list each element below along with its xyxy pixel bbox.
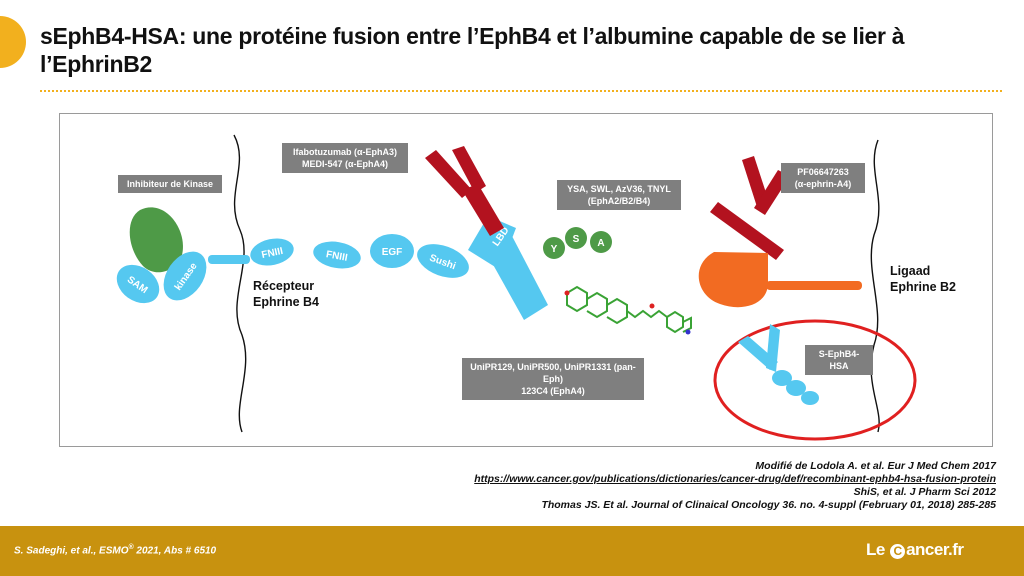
epha-antibodies-box: Ifabotuzumab (α-EphA3) MEDI-547 (α-EphA4… bbox=[282, 143, 408, 173]
reference-4: Thomas JS. Et al. Journal of Clinaical O… bbox=[541, 499, 996, 511]
reference-link[interactable]: https://www.cancer.gov/publications/dict… bbox=[474, 473, 996, 485]
membrane-left bbox=[233, 134, 247, 433]
logo-le: Le bbox=[866, 540, 885, 559]
molecule-o2-atom bbox=[649, 303, 655, 309]
reference-1: Modifié de Lodola A. et al. Eur J Med Ch… bbox=[755, 460, 996, 472]
logo-c-icon: C bbox=[890, 544, 906, 559]
kinase-inhibitor-shape bbox=[129, 207, 183, 273]
sephb4-hsa-shape bbox=[738, 324, 819, 405]
small-molecules-box: UniPR129, UniPR500, UniPR1331 (pan-Eph) … bbox=[462, 358, 644, 400]
footer-citation: S. Sadeghi, et al., ESMO® 2021, Abs # 65… bbox=[14, 544, 216, 556]
lbd-domain bbox=[468, 216, 548, 320]
sephb4-hsa-box: S-EphB4-HSA bbox=[805, 345, 873, 375]
peptide-s-label: S bbox=[573, 234, 580, 245]
ligand-label: Ligaad Ephrine B2 bbox=[890, 264, 956, 294]
title-divider bbox=[40, 90, 1002, 92]
references: Modifié de Lodola A. et al. Eur J Med Ch… bbox=[474, 460, 996, 512]
molecule-n-atom bbox=[685, 329, 691, 335]
fniii-1-label: FNIII bbox=[261, 246, 285, 261]
peptide-s bbox=[565, 227, 587, 249]
peptides-box: YSA, SWL, AzV36, TNYL (EphA2/B2/B4) bbox=[557, 180, 681, 210]
sushi-domain bbox=[417, 244, 469, 278]
ephrin-antibody-box: PF06647263 (α-ephrin-A4) bbox=[781, 163, 865, 193]
ephrin-b2-ligand bbox=[698, 252, 768, 308]
footer-registered-mark: ® bbox=[128, 544, 134, 551]
footer-authors: S. Sadeghi, et al., ESMO bbox=[14, 545, 129, 557]
fniii-2-label: FNIII bbox=[325, 249, 348, 264]
peptide-y bbox=[543, 237, 565, 259]
slide-title: sEphB4-HSA: une protéine fusion entre l’… bbox=[40, 23, 905, 77]
sam-domain bbox=[116, 264, 160, 304]
receptor-label: Récepteur Ephrine B4 bbox=[253, 279, 319, 309]
molecule-o-atom bbox=[564, 290, 570, 296]
reference-3: ShiS, et al. J Pharm Sci 2012 bbox=[853, 486, 996, 498]
peptide-y-label: Y bbox=[551, 244, 558, 255]
peptide-a bbox=[590, 231, 612, 253]
ephrin-b2-stalk bbox=[766, 281, 862, 290]
small-molecule-structure bbox=[566, 285, 692, 334]
antibody-epha-shape bbox=[425, 146, 504, 236]
peptide-a-label: A bbox=[597, 238, 604, 249]
transmembrane-segment bbox=[208, 255, 250, 264]
kinase-domain bbox=[163, 251, 207, 301]
sephb4-highlight-circle bbox=[713, 319, 917, 441]
membrane-right bbox=[870, 139, 880, 433]
egf-domain bbox=[370, 234, 414, 268]
antibody-ephrin-shape bbox=[710, 156, 790, 260]
footer-band bbox=[0, 526, 1024, 576]
diagram-frame bbox=[59, 113, 993, 447]
kinase-inhibitor-box: Inhibiteur de Kinase bbox=[118, 175, 222, 193]
logo-rest: ancer.fr bbox=[906, 540, 964, 559]
fniii-domain-1 bbox=[250, 238, 294, 266]
fniii-domain-2 bbox=[313, 241, 361, 269]
egf-label: EGF bbox=[382, 247, 403, 258]
footer-abstract: 2021, Abs # 6510 bbox=[133, 545, 217, 557]
